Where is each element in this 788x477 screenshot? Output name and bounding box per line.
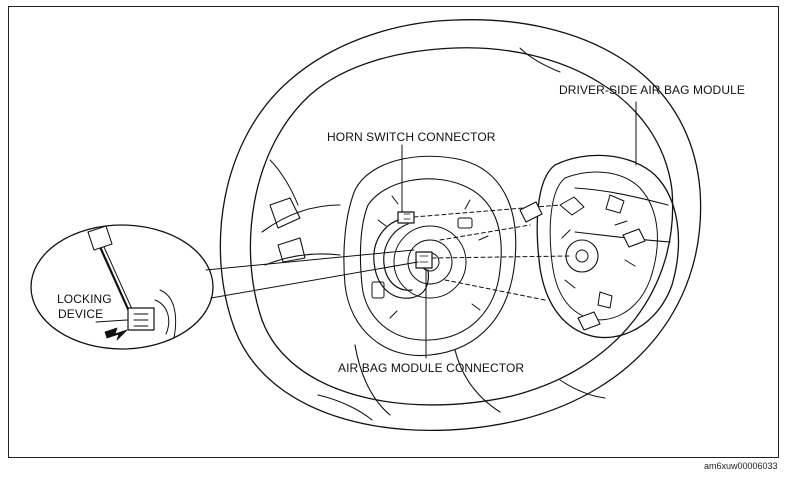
leader-lines [401, 101, 637, 359]
airbag-connector-label: AIR BAG MODULE CONNECTOR [338, 361, 525, 375]
horn-connector-label: HORN SWITCH CONNECTOR [327, 130, 496, 144]
locking-label-line1: LOCKING [57, 292, 112, 306]
wheel-spokes [261, 187, 671, 416]
detail-magnifier [30, 224, 419, 350]
locking-label-line2: DEVICE [58, 307, 104, 321]
connector-wiring [373, 211, 433, 299]
figure-code: am6xuw00006033 [704, 461, 778, 471]
air-bag-module [519, 154, 680, 339]
steering-wheel-rim [219, 19, 702, 432]
alignment-lines [413, 204, 571, 301]
driver-airbag-label: DRIVER-SIDE AIR BAG MODULE [559, 83, 745, 97]
steering-hub [343, 155, 517, 357]
